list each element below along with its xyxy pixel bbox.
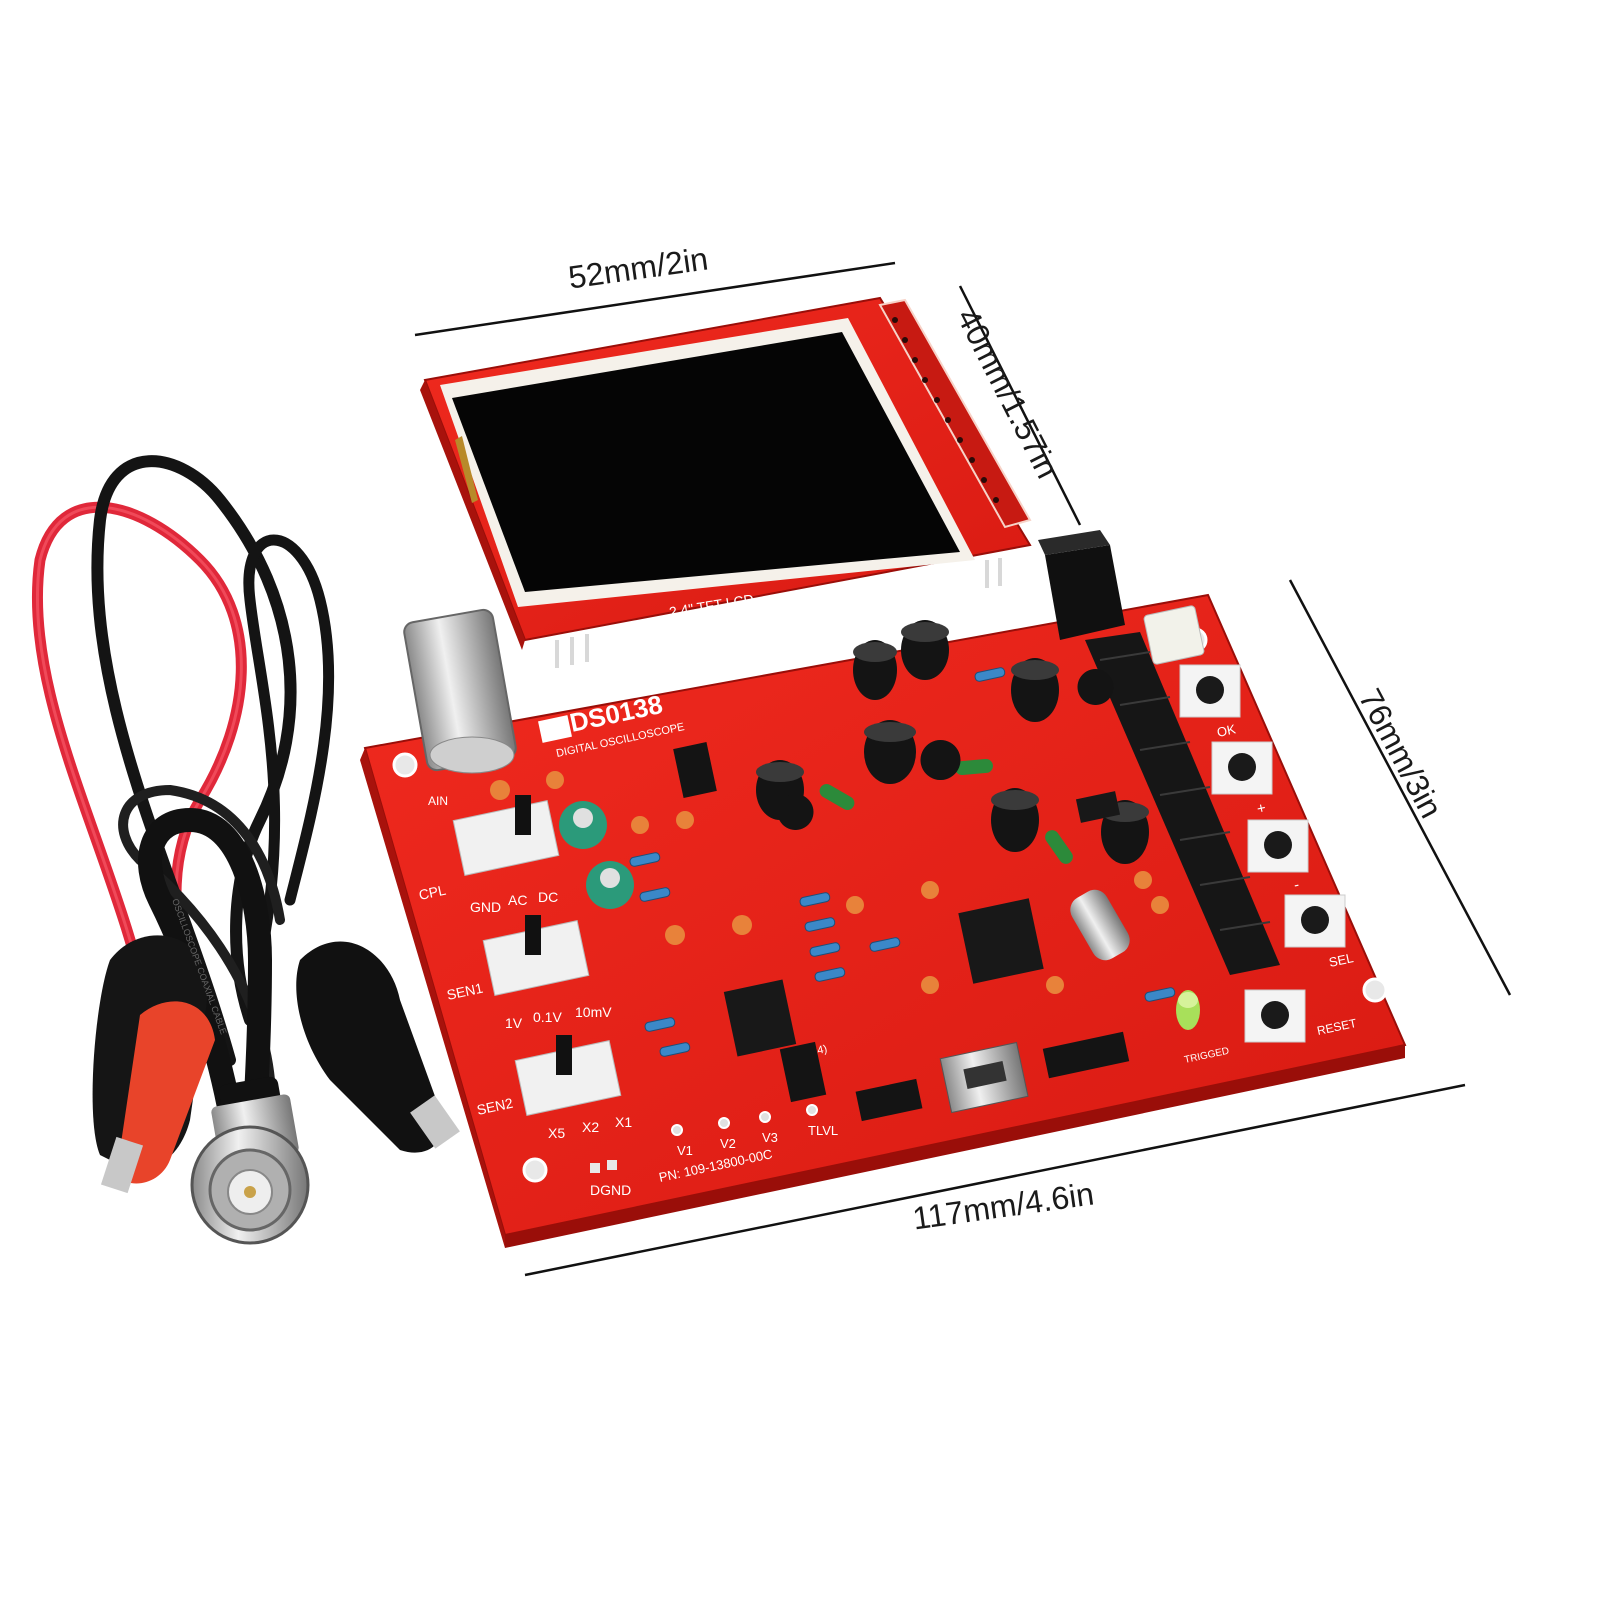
alligator-clip-red: [92, 935, 215, 1194]
tactile-buttons: [1179, 664, 1346, 1043]
button-label-ok: OK: [1216, 721, 1238, 740]
lcd-height-line: [958, 285, 1082, 526]
switch-cpl: [452, 795, 560, 876]
main-board: OK + - SEL RESET AIN CPL GND AC DC SEN1 …: [360, 530, 1407, 1248]
cpl-option-dc: DC: [538, 889, 558, 905]
trigger-led: [1176, 990, 1200, 1030]
opamp-chip: [723, 979, 797, 1057]
lcd-screen: [452, 332, 960, 592]
board-bnc-input: [403, 608, 517, 774]
button-minus: [1247, 819, 1309, 873]
board-width-line: [524, 1083, 1466, 1277]
button-label-sel: SEL: [1328, 950, 1355, 970]
ceramic-capacitors: [490, 771, 1169, 994]
power-connector-white: [1143, 605, 1205, 665]
button-plus: [1211, 741, 1273, 795]
jumper-headers: [673, 742, 1130, 1122]
dimension-lines: [414, 261, 1512, 1277]
model-logo: [538, 715, 572, 743]
cpl-option-gnd: GND: [470, 899, 501, 915]
button-ok: [1179, 664, 1241, 718]
button-reset: [1244, 989, 1306, 1043]
inductors: [819, 758, 1073, 864]
dgnd-label: DGND: [590, 1182, 631, 1198]
dgnd-pads: [590, 1160, 617, 1173]
testpoint-v1: V1: [677, 1143, 693, 1158]
cpl-label: CPL: [417, 882, 447, 903]
mcu-chip: [958, 898, 1044, 984]
sen2-option-x1: X1: [615, 1114, 632, 1130]
resistors: [629, 667, 1176, 1057]
testpoint-tlvl: TLVL: [808, 1123, 838, 1138]
switch-sen1: [482, 915, 590, 996]
dc-power-jack: [1038, 530, 1125, 640]
alligator-clip-black: [296, 941, 460, 1153]
switch-sen2: [514, 1035, 622, 1116]
sen1-option-1v: 1V: [505, 1015, 523, 1031]
sen1-label: SEN1: [445, 980, 484, 1003]
bnc-connector: [190, 1076, 310, 1245]
lcd-socket-header: [1085, 632, 1280, 975]
testpoint-v2: V2: [720, 1136, 736, 1151]
testpoint-v3: V3: [762, 1130, 778, 1145]
crystal-oscillator: [1070, 889, 1130, 961]
ain-label: AIN: [428, 794, 448, 808]
lcd-width-line: [414, 261, 896, 337]
button-sel: [1284, 894, 1346, 948]
board-height-line: [1288, 579, 1512, 996]
sen2-label: SEN2: [475, 1095, 514, 1118]
test-points: [671, 1104, 818, 1136]
trimmer-capacitors: [559, 801, 634, 909]
sen1-option-10mv: 10mV: [575, 1004, 612, 1020]
transistors: [777, 669, 1114, 830]
button-label-minus: -: [1292, 876, 1300, 894]
cpl-option-ac: AC: [508, 892, 527, 908]
sen1-option-01v: 0.1V: [533, 1009, 562, 1025]
button-label-plus: +: [1255, 799, 1267, 817]
regulator: [1075, 791, 1121, 823]
sen2-option-x5: X5: [548, 1125, 565, 1141]
lcd-pins: [892, 317, 999, 503]
mini-usb-port: [939, 1041, 1029, 1114]
sen2-option-x2: X2: [582, 1119, 599, 1135]
lcd-board: 2.4" TFT LCD PN:109-13700-00A1: [420, 296, 1032, 668]
